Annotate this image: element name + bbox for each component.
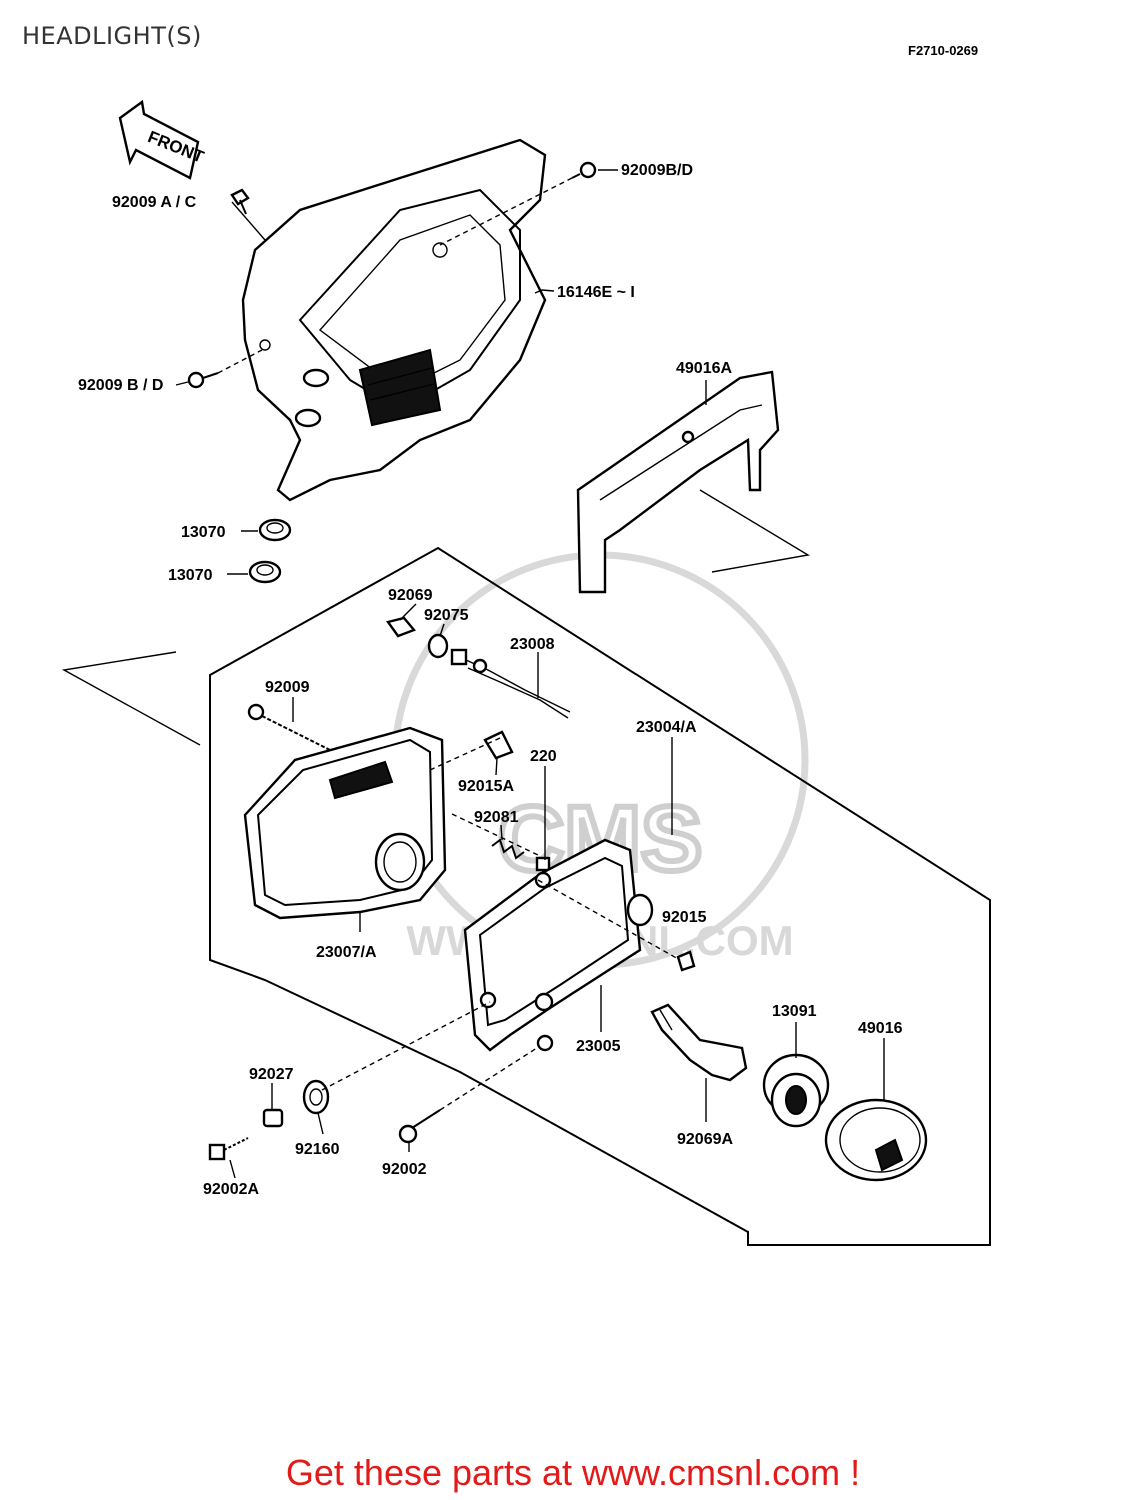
assembly-leader-left <box>61 651 201 746</box>
label-92002a: 92002A <box>203 1181 259 1198</box>
bracket-leader <box>699 489 810 573</box>
clip-92015a-icon <box>483 730 514 760</box>
label-23007a: 23007/A <box>316 944 377 961</box>
rim-part <box>463 838 654 1052</box>
label-92075: 92075 <box>424 607 469 624</box>
label-16146e: 16146E ~ I <box>557 284 635 301</box>
label-92009bd-left: 92009 B / D <box>78 377 163 394</box>
spring-92081-icon <box>491 838 525 860</box>
screw-92009bd-left-icon <box>187 371 219 389</box>
label-92009bd-top: 92009B/D <box>621 162 693 179</box>
wire-lead-23008-icon <box>465 658 571 719</box>
label-13070-2: 13070 <box>168 567 213 584</box>
screw-92009ac-icon <box>230 188 250 215</box>
label-92027: 92027 <box>249 1066 294 1083</box>
damper-92160-icon <box>302 1079 330 1115</box>
label-49016: 49016 <box>858 1020 903 1037</box>
label-92069a: 92069A <box>677 1131 733 1148</box>
label-220: 220 <box>530 748 557 765</box>
screw-92009bd-top-icon <box>571 161 597 179</box>
label-92015a: 92015A <box>458 778 514 795</box>
label-23004a: 23004/A <box>636 719 697 736</box>
label-92081: 92081 <box>474 809 519 826</box>
front-arrow-icon: FRONT <box>118 99 207 180</box>
label-23005: 23005 <box>576 1038 621 1055</box>
bulb-92069a-icon <box>650 1003 748 1082</box>
page-title: HEADLIGHT(S) <box>22 22 202 50</box>
bolt-92002a-icon <box>208 1137 249 1161</box>
clamp-92069-icon <box>385 616 417 638</box>
diagram-code: F2710-0269 <box>908 43 979 58</box>
label-23008: 23008 <box>510 636 555 653</box>
cowl-part <box>241 138 547 502</box>
label-92002: 92002 <box>382 1161 427 1178</box>
label-13070-1: 13070 <box>181 524 226 541</box>
screw-92002-icon <box>398 1109 441 1144</box>
footer-cta-link[interactable]: Get these parts at www.cmsnl.com ! <box>285 1452 861 1493</box>
label-92009ac: 92009 A / C <box>112 194 197 211</box>
lens-unit-part <box>243 726 447 920</box>
label-13091: 13091 <box>772 1003 817 1020</box>
socket-cover-49016-icon <box>824 1098 928 1182</box>
label-92015: 92015 <box>662 909 707 926</box>
label-92160: 92160 <box>295 1141 340 1158</box>
grommet-92075-icon <box>427 633 468 666</box>
label-92009: 92009 <box>265 679 310 696</box>
label-49016a: 49016A <box>676 360 732 377</box>
screw-92009-icon <box>247 703 331 751</box>
leader-lines <box>175 169 885 1179</box>
bracket-part <box>576 370 780 594</box>
label-92069: 92069 <box>388 587 433 604</box>
assembly-enclosure <box>209 546 991 1246</box>
part-labels: 92009 A / C 92009B/D 16146E ~ I 92009 B … <box>78 162 903 1198</box>
nut-92015-icon <box>676 950 696 972</box>
collar-92027-icon <box>262 1108 284 1128</box>
socket-13091-icon <box>762 1053 830 1128</box>
grommet-13070-icon <box>248 518 292 584</box>
